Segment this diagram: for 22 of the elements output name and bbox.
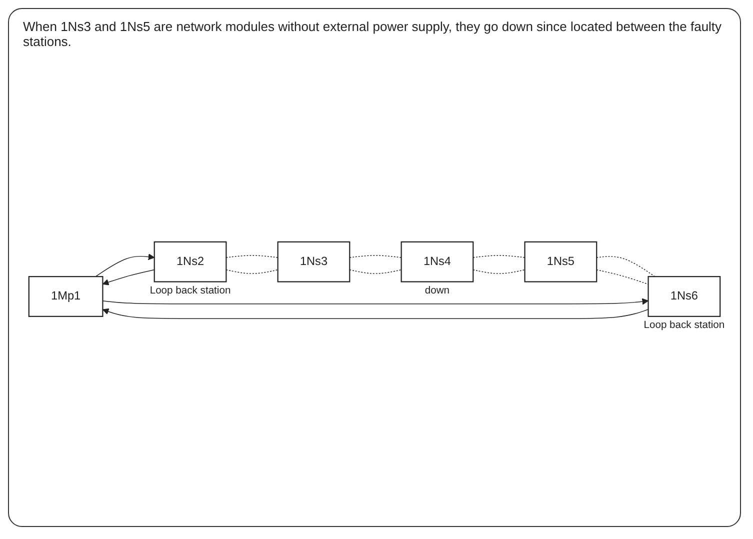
node-box: 1Ns4 bbox=[400, 242, 474, 283]
connector bbox=[472, 270, 526, 274]
node-box: 1Ns2 bbox=[154, 242, 227, 283]
connector bbox=[472, 256, 526, 258]
arrow bbox=[102, 298, 649, 306]
note-text: When 1Ns3 and 1Ns5 are network modules without external power supply, they go down since located between the faulty stations. bbox=[23, 19, 723, 49]
node-caption: Loop back station bbox=[644, 320, 725, 332]
node-box: 1Mp1 bbox=[28, 276, 104, 318]
node-caption: Loop back station bbox=[150, 286, 231, 297]
connector bbox=[349, 256, 402, 258]
connector bbox=[226, 270, 278, 274]
connector bbox=[349, 270, 402, 274]
arrow bbox=[95, 254, 155, 278]
arrow bbox=[102, 270, 155, 286]
connector bbox=[226, 256, 278, 258]
node-box: 1Ns5 bbox=[524, 242, 598, 283]
connector bbox=[596, 256, 656, 278]
node-box: 1Ns3 bbox=[277, 242, 350, 283]
node-box: 1Ns6 bbox=[648, 276, 721, 318]
connector bbox=[596, 270, 649, 286]
arrow bbox=[102, 308, 649, 320]
node-caption: down bbox=[424, 286, 450, 297]
